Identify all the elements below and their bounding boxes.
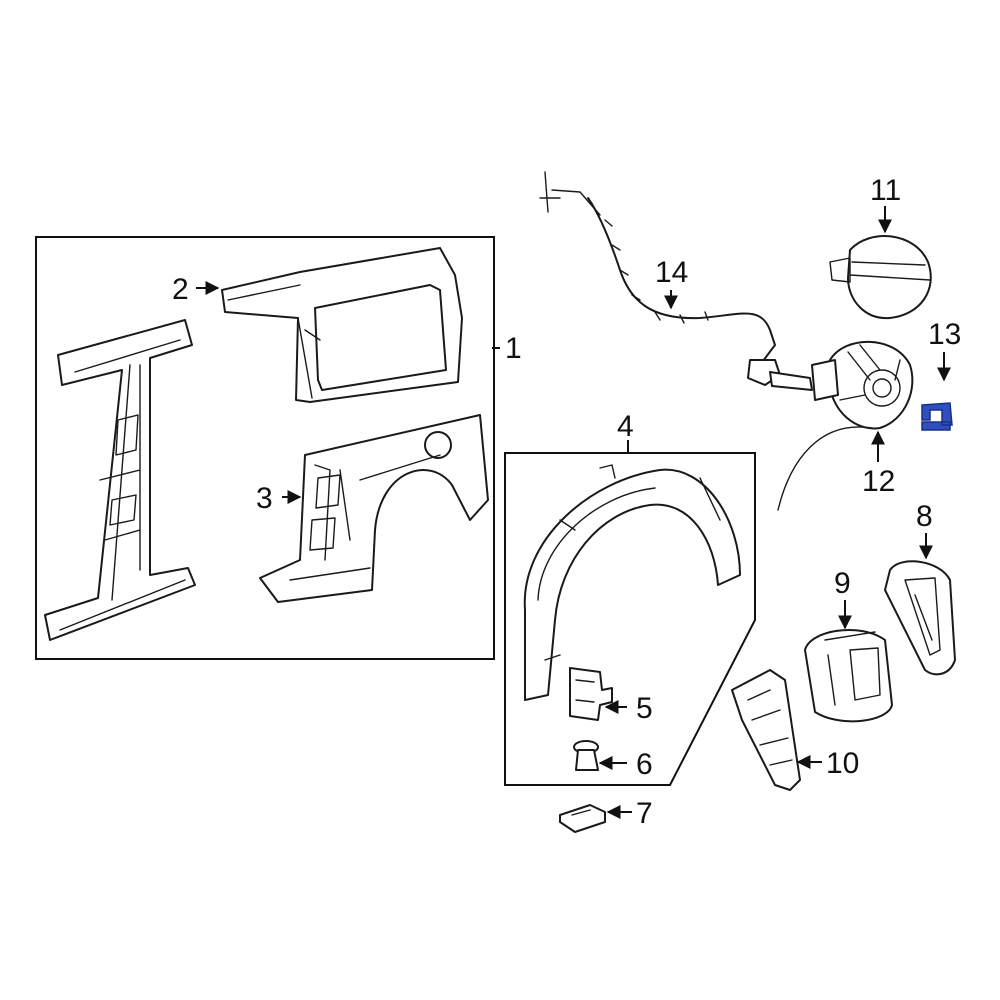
callout-6: 6 — [636, 748, 653, 781]
callout-8: 8 — [916, 500, 933, 533]
part-6-push-pin[interactable] — [573, 740, 599, 771]
callout-10: 10 — [826, 747, 859, 780]
part-2-upper-panel[interactable] — [221, 247, 463, 403]
part-4-wheelhouse-liner[interactable] — [523, 464, 741, 701]
part-11-fuel-door[interactable] — [829, 235, 932, 320]
leader-lines — [196, 206, 951, 819]
callout-3: 3 — [256, 482, 273, 515]
part-8-vent-grille[interactable] — [884, 560, 956, 676]
callout-4: 4 — [617, 410, 634, 443]
callout-9: 9 — [834, 567, 851, 600]
group-box-4 — [504, 452, 756, 786]
callout-5: 5 — [636, 692, 653, 725]
part-1-side-aperture[interactable] — [44, 319, 196, 641]
part-12-filler-pocket[interactable] — [777, 340, 914, 511]
part-3-quarter-panel[interactable] — [259, 414, 489, 603]
group-box-1 — [35, 236, 495, 660]
part-9-filler-housing[interactable] — [804, 629, 893, 723]
callout-11: 11 — [870, 174, 901, 207]
callout-1: 1 — [505, 332, 522, 365]
callout-13: 13 — [928, 318, 961, 351]
callout-14: 14 — [655, 256, 688, 289]
part-5-bracket[interactable] — [569, 667, 613, 721]
part-7-nut-clip[interactable] — [559, 804, 606, 833]
callout-2: 2 — [172, 273, 189, 306]
callout-12: 12 — [862, 465, 895, 498]
part-14-release-cable[interactable] — [539, 171, 813, 391]
part-13-latch[interactable] — [921, 402, 953, 431]
callout-7: 7 — [636, 797, 653, 830]
part-10-duct-bracket[interactable] — [731, 669, 801, 791]
